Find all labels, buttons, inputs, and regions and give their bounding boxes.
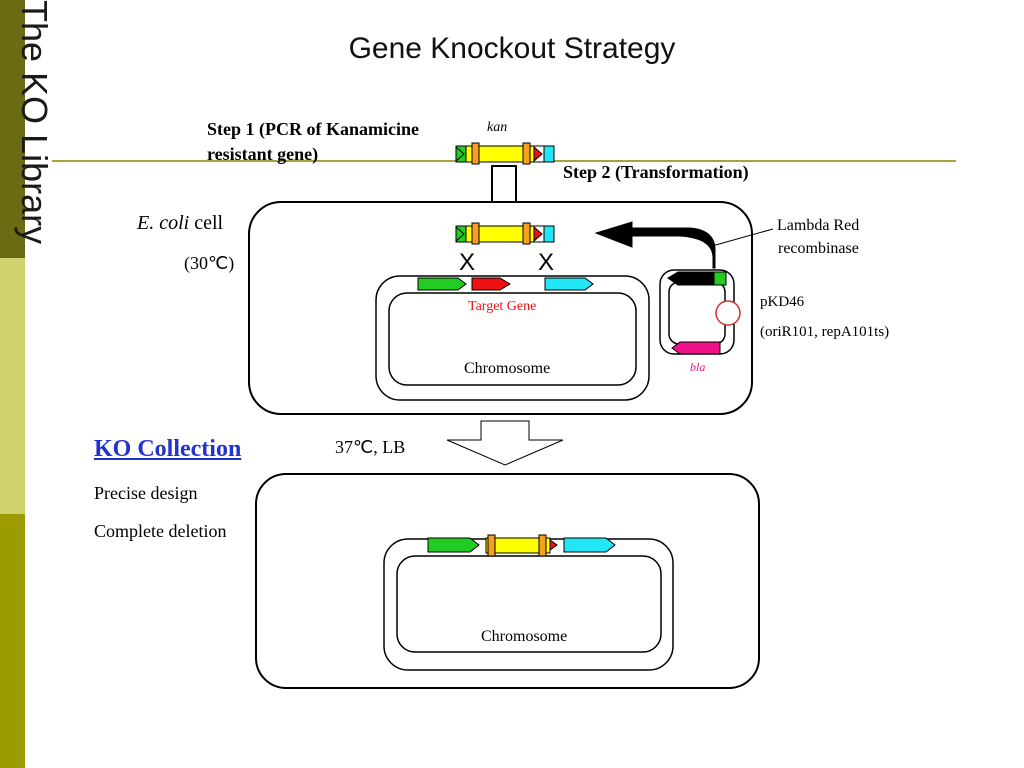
lambda-green-segment [713,271,727,286]
lambda-line2: recombinase [778,240,859,257]
target-gene-arrow [471,277,511,291]
step2-label: Step 2 (Transformation) [563,162,749,182]
step1-line1: Step 1 (PCR of Kanamicine [207,119,419,139]
page-title: Gene Knockout Strategy [348,32,676,65]
ko-collection-title: KO Collection [94,436,242,462]
bla-label: bla [690,360,706,374]
sidebar-olive-band [0,514,25,768]
plasmid-detail: (oriR101, repA101ts) [760,324,890,340]
pcr-product-cassette [455,142,555,165]
crossover-right-mark: X [538,249,554,276]
chromosome-top-label: Chromosome [464,360,551,377]
ori-circle [715,300,741,326]
lambda-red-gene [667,271,715,286]
sidebar-dark-band [0,0,25,258]
plasmid-name: pKD46 [760,294,805,310]
ko-point-complete: Complete deletion [94,521,227,541]
ko-point-precise: Precise design [94,483,198,503]
ko-frt-left [487,534,496,557]
ecoli-rest: cell [189,212,224,234]
bla-gene [671,341,721,355]
middle-down-arrow [446,420,564,466]
lambda-line1: Lambda Red [777,217,860,234]
ko-green-flank [427,537,480,553]
ko-red-stub [549,539,558,551]
cyan-flank-gene [544,277,594,291]
chromosome-bottom-inner [396,555,662,653]
chromosome-top-inner [388,292,637,386]
condition-label: 37℃, LB [335,437,406,457]
cell-cassette [455,222,555,245]
sidebar-light-band [0,258,25,514]
ko-frt-right [538,534,547,557]
step1-line2: resistant gene) [207,144,319,164]
chromosome-bottom-label: Chromosome [481,628,568,645]
crossover-left-mark: X [459,249,475,276]
ecoli-cell-label: E. coli cell [137,212,223,235]
recombinase-arrow [594,221,716,269]
target-gene-label: Target Gene [468,299,537,314]
ecoli-italic: E. coli [137,212,190,234]
green-flank-gene [417,277,467,291]
kan-label: kan [487,120,508,135]
ecoli-temp: (30℃) [184,253,235,273]
lambda-pointer-line [711,228,774,247]
ko-cyan-flank [563,537,616,553]
